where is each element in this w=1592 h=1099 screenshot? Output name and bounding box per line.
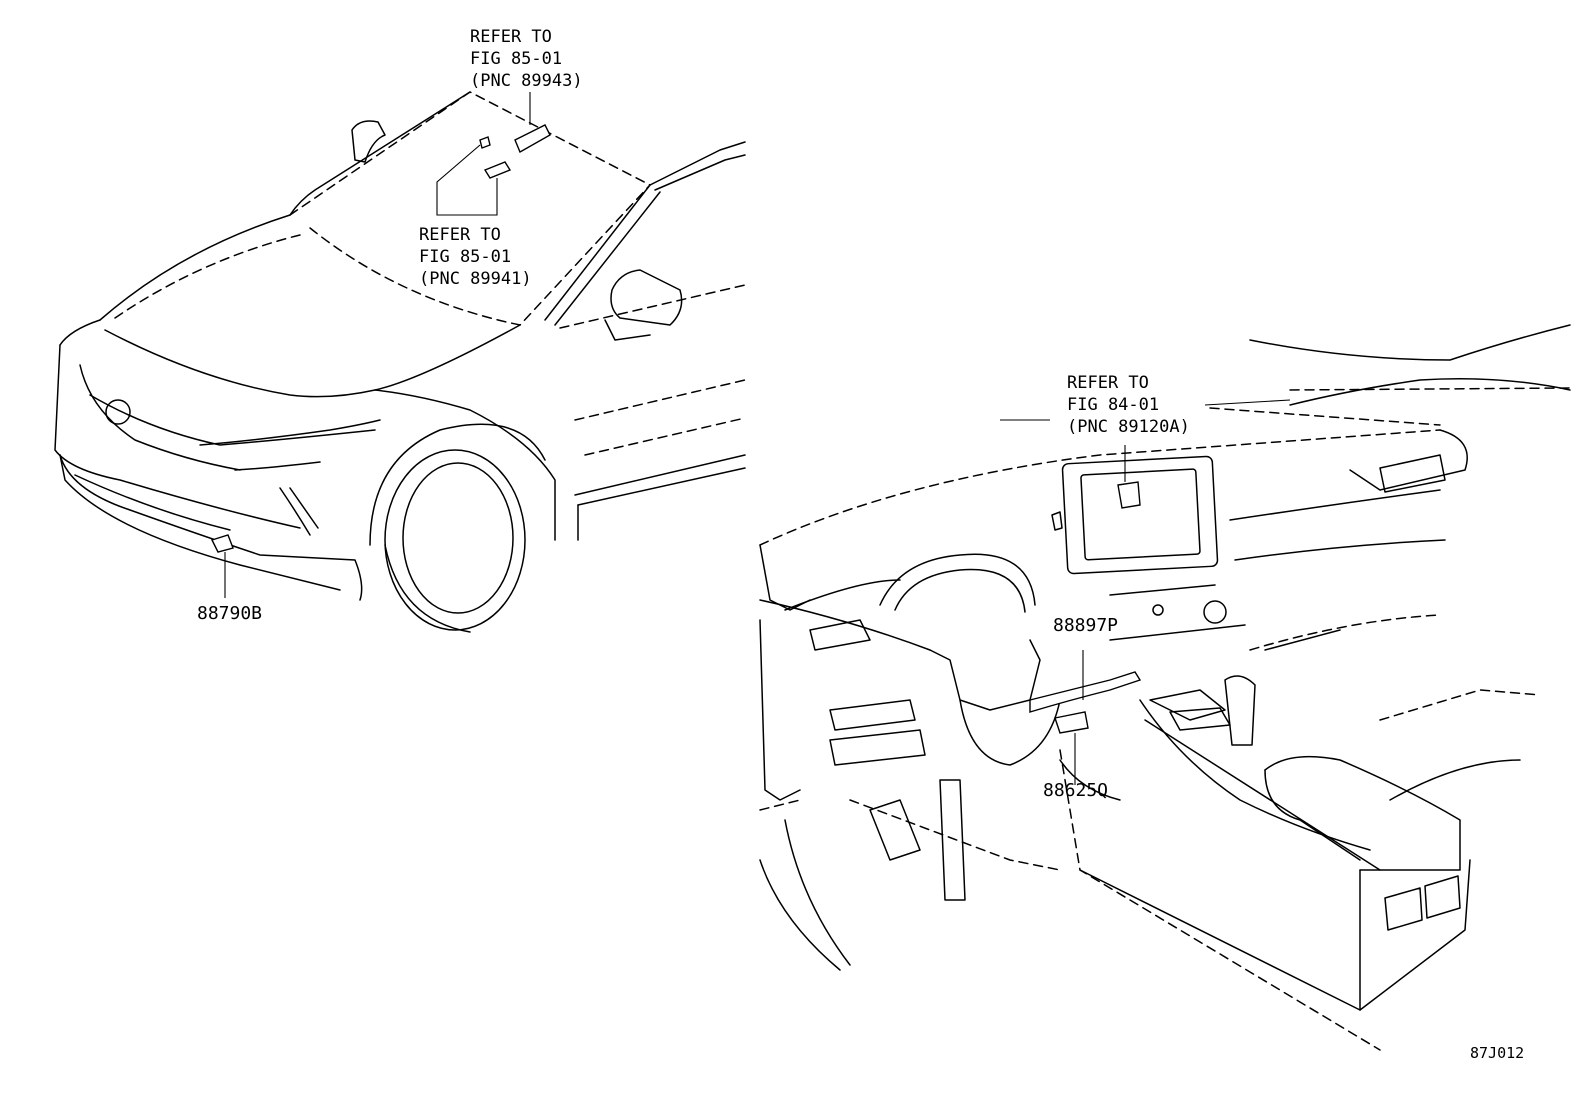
ref-line-1: REFER TO xyxy=(470,27,552,47)
vehicle-illustration xyxy=(54,91,746,633)
ref-line-2: FIG 85-01 xyxy=(470,49,562,69)
instrument-panel-illustration xyxy=(759,324,1571,1051)
ref-callout-89943: REFER TO FIG 85-01 (PNC 89943) xyxy=(470,27,583,91)
ref-line-2: FIG 85-01 xyxy=(419,247,511,267)
ref-line-1: REFER TO xyxy=(419,225,501,245)
ref-callout-89120A: REFER TO FIG 84-01 (PNC 89120A) xyxy=(1067,373,1190,437)
ref-line-3: (PNC 89941) xyxy=(419,269,532,289)
ref-line-3: (PNC 89943) xyxy=(470,71,583,91)
ref-line-3: (PNC 89120A) xyxy=(1067,417,1190,437)
part-number-88897P: 88897P xyxy=(1053,615,1118,636)
ref-line-2: FIG 84-01 xyxy=(1067,395,1159,415)
ref-callout-89941: REFER TO FIG 85-01 (PNC 89941) xyxy=(419,225,532,289)
part-number-88625Q: 88625Q xyxy=(1043,780,1108,801)
ref-line-1: REFER TO xyxy=(1067,373,1149,393)
part-number-88790B: 88790B xyxy=(197,603,262,624)
figure-code: 87J012 xyxy=(1470,1044,1524,1062)
